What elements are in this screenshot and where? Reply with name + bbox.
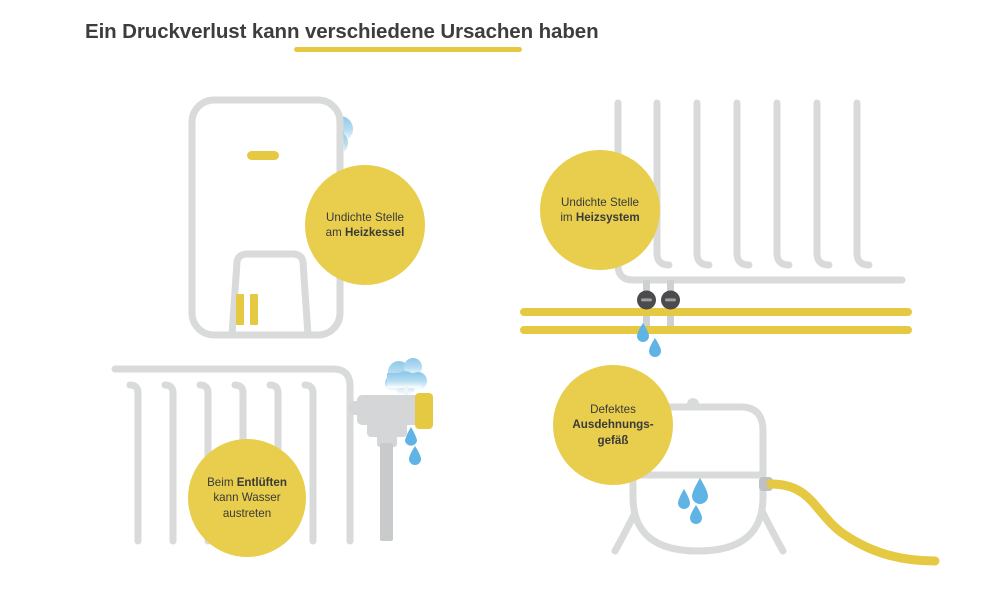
water-drop (690, 505, 702, 524)
badge-bleeding-line1-prefix: Beim (207, 475, 237, 489)
water-drop (649, 338, 661, 357)
badge-vessel-line2-bold: Ausdehnungs- (572, 418, 654, 432)
radiator-fin (693, 99, 713, 269)
radiator-fin (653, 99, 673, 269)
heating-system-illustration (520, 99, 912, 357)
radiator-fin (161, 381, 177, 545)
badge-boiler-line1: Undichte Stelle (326, 210, 404, 224)
radiator-fin (853, 99, 873, 269)
badge-heating-line2-prefix: im (560, 211, 576, 224)
badge-heating-line1: Undichte Stelle (561, 195, 639, 209)
badge-bleeding-line3: austreten (222, 506, 272, 520)
badge-bleeding-line1-bold: Entlüften (236, 475, 287, 489)
bleed-valve-cap[interactable] (415, 393, 433, 429)
boiler-front-panel (228, 250, 312, 336)
badge-heating-system[interactable]: Undichte Stelle im Heizsystem (540, 150, 660, 270)
boiler-display (247, 151, 279, 160)
boiler-pipe-left (236, 294, 244, 325)
title-underline (294, 47, 522, 52)
water-drop (405, 427, 417, 446)
valve-knob-right[interactable] (661, 290, 680, 310)
badge-vessel-line1: Defektes (590, 402, 636, 416)
bleeding-illustration (111, 358, 433, 545)
radiator-fin (813, 99, 833, 269)
steam-cloud-icon (385, 358, 427, 398)
water-drop (409, 446, 421, 465)
water-drop (678, 489, 690, 509)
badge-expansion-vessel[interactable]: Defektes Ausdehnungs- gefäß (553, 365, 673, 485)
radiator-fin (126, 381, 142, 545)
badge-boiler-line2-bold: Heizkessel (345, 226, 405, 239)
badge-heating-line2-bold: Heizsystem (575, 211, 640, 224)
bleed-valve-stem (380, 443, 393, 541)
radiator-fin (733, 99, 753, 269)
badge-boiler[interactable]: Undichte Stelle am Heizkessel (305, 165, 425, 285)
page-title: Ein Druckverlust kann verschiedene Ursac… (85, 20, 599, 43)
panel-heating-system: Undichte Stelle im Heizsystem (520, 95, 930, 357)
radiator-fin (301, 381, 317, 545)
panel-bleeding: Beim Entlüften kann Wasser austreten (105, 355, 465, 585)
title-block: Ein Druckverlust kann verschiedene Ursac… (85, 20, 785, 66)
supply-pipe-upper (520, 308, 912, 316)
panel-expansion-vessel: Defektes Ausdehnungs- gefäß (545, 365, 965, 600)
panel-boiler: Undichte Stelle am Heizkessel (170, 85, 430, 340)
supply-pipe-lower (520, 326, 912, 334)
valve-knob-left[interactable] (637, 290, 656, 310)
badge-bleeding-line2: kann Wasser (213, 491, 281, 505)
radiator-fin (773, 99, 793, 269)
water-drop (637, 323, 649, 342)
boiler-illustration (188, 96, 353, 339)
badge-vessel-line3-bold: gefäß (597, 433, 629, 447)
badge-bleeding[interactable]: Beim Entlüften kann Wasser austreten (188, 439, 306, 557)
boiler-pipe-right (250, 294, 258, 325)
water-drop (692, 478, 708, 504)
vessel-hose (766, 479, 940, 566)
badge-boiler-line2-prefix: am (325, 226, 345, 239)
radiator-frame (111, 365, 354, 545)
